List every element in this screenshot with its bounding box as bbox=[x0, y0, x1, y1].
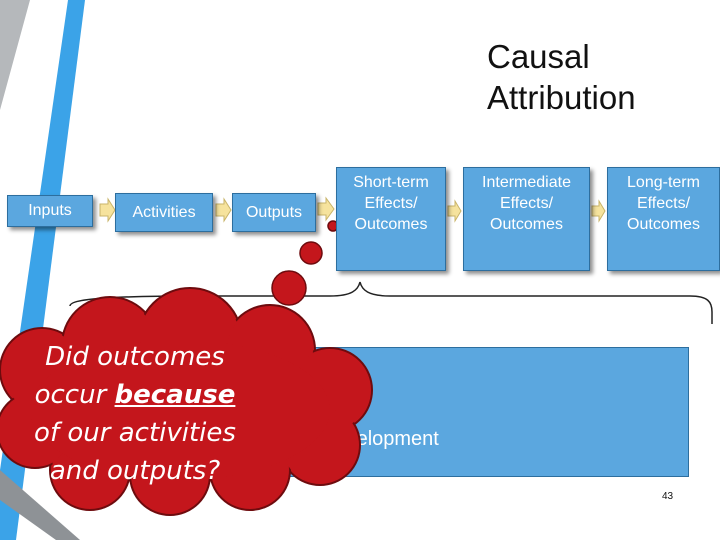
bubble-line-2: occur because bbox=[0, 376, 270, 414]
outputs-label: Outputs bbox=[245, 203, 303, 221]
inputs-box: Inputs bbox=[7, 195, 93, 227]
activities-label: Activities bbox=[132, 203, 196, 221]
title-line-1: Causal bbox=[487, 38, 590, 75]
intermediate-box: Intermediate Effects/ Outcomes bbox=[463, 167, 590, 271]
page-number: 43 bbox=[662, 491, 674, 502]
thought-bubble-trail bbox=[271, 220, 339, 306]
bubble-line-3: of our activities bbox=[34, 418, 236, 448]
flow-arrows bbox=[99, 196, 606, 223]
arrow-inputs-activities bbox=[99, 197, 116, 223]
dark-gray-stripe bbox=[0, 470, 80, 540]
arrow-shortterm-intermediate bbox=[447, 199, 462, 223]
arrow-intermediate-longterm bbox=[591, 199, 606, 223]
bubble-because-emphasis: because bbox=[114, 380, 236, 410]
intermediate-label: Intermediate Effects/ Outcomes bbox=[482, 174, 571, 233]
arrow-outputs-shortterm bbox=[317, 196, 335, 222]
title-line-2: Attribution bbox=[487, 79, 636, 116]
bubble-line-1: Did outcomes bbox=[45, 342, 225, 372]
bubble-line-2-prefix: occur bbox=[34, 380, 115, 410]
arrow-activities-outputs bbox=[215, 197, 232, 223]
activities-box: Activities bbox=[115, 193, 213, 232]
gray-stripe bbox=[0, 0, 30, 110]
long-term-label: Long-term Effects/ Outcomes bbox=[627, 174, 700, 233]
bubble-line-4: and outputs? bbox=[49, 456, 221, 486]
long-term-box: Long-term Effects/ Outcomes bbox=[607, 167, 720, 271]
thought-bubble-text: Did outcomes occur because of our activi… bbox=[0, 338, 270, 490]
slide-title: Causal Attribution bbox=[487, 36, 707, 118]
short-term-label: Short-term Effects/ Outcomes bbox=[353, 174, 429, 233]
short-term-box: Short-term Effects/ Outcomes bbox=[336, 167, 446, 271]
inputs-label: Inputs bbox=[28, 202, 72, 219]
outputs-box: Outputs bbox=[232, 193, 316, 232]
